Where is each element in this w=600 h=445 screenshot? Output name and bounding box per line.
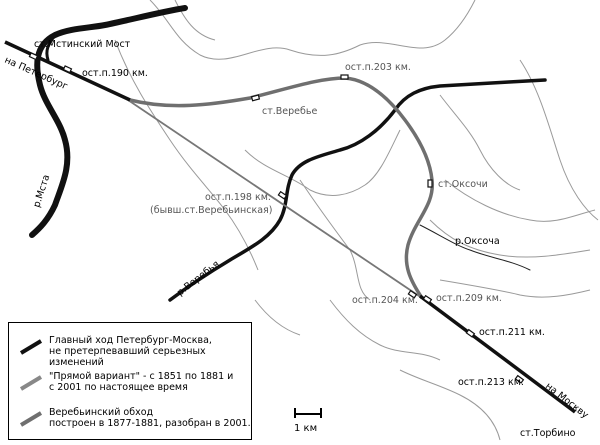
legend-main-line: Главный ход Петербург-Москва, не претерп…	[9, 333, 253, 368]
contour-line	[174, 0, 216, 41]
contour-line	[519, 59, 599, 221]
station-marker-op213	[514, 374, 525, 384]
label-mstinsky-most: ст.Мстинский Мост	[34, 39, 131, 50]
label-op190: ост.п.190 км.	[82, 68, 148, 79]
river-msta	[29, 5, 188, 238]
rivers	[29, 5, 547, 302]
label-op211: ост.п.211 км.	[479, 327, 545, 338]
label-op198: ост.п.198 км.	[205, 192, 271, 203]
label-to-moscow: на Москву	[543, 381, 590, 421]
map-legend: Главный ход Петербург-Москва, не претерп…	[8, 322, 252, 440]
straight-variant-line	[127, 99, 423, 299]
label-torbino: ст.Торбино	[520, 428, 576, 439]
legend-straight-variant-swatch	[19, 375, 43, 391]
label-op213: ост.п.213 км.	[458, 377, 524, 388]
station-markers	[28, 52, 525, 384]
main-line-south	[418, 294, 577, 414]
legend-bypass-swatch	[19, 411, 43, 427]
label-op204: ост.п.204 км.	[352, 295, 418, 306]
station-marker-oksochi	[427, 179, 433, 188]
label-verebya: р.Веребья	[175, 259, 222, 299]
river-msta-inner	[45, 33, 57, 62]
legend-main-line-swatch	[19, 339, 43, 355]
legend-bypass: Веребьинский обход построен в 1877-1881,…	[9, 405, 253, 435]
label-msta: р.Мста	[31, 173, 52, 209]
contour-line	[439, 279, 591, 298]
scale-bar: 1 км	[290, 408, 330, 438]
contour-line	[399, 369, 501, 441]
label-oksocha: р.Оксоча	[455, 236, 500, 247]
label-verebye: ст.Веребье	[262, 106, 317, 117]
station-marker-op190	[62, 65, 73, 74]
station-marker-op198	[277, 190, 288, 200]
station-marker-op203	[340, 74, 349, 80]
legend-main-line-text: Главный ход Петербург-Москва, не претерп…	[49, 335, 212, 368]
contour-line	[149, 0, 476, 60]
legend-straight-variant-text: "Прямой вариант" - с 1851 по 1881 и с 20…	[49, 371, 234, 393]
scale-tick-right	[320, 408, 322, 418]
station-marker-op209	[422, 294, 433, 304]
contour-line	[244, 129, 401, 196]
verebye-bypass-line	[129, 76, 434, 299]
legend-straight-variant: "Прямой вариант" - с 1851 по 1881 и с 20…	[9, 369, 253, 399]
contour-line	[439, 94, 521, 191]
station-marker-op204	[407, 289, 418, 299]
label-oksochi: ст.Оксочи	[438, 179, 488, 190]
legend-bypass-text: Веребьинский обход построен в 1877-1881,…	[49, 407, 251, 429]
scale-line	[294, 413, 322, 415]
scale-label: 1 км	[294, 423, 318, 434]
station-marker-verebye	[250, 94, 261, 102]
contour-line	[329, 299, 441, 361]
contour-line	[444, 179, 596, 222]
river-oksocha	[419, 224, 531, 271]
contour-line	[254, 299, 301, 336]
label-op198-sub: (бывш.ст.Веребьинская)	[150, 205, 272, 216]
station-marker-op211	[465, 328, 476, 338]
contour-line	[114, 39, 259, 271]
contour-line	[429, 219, 591, 258]
station-marker-mstinsky	[28, 52, 39, 61]
label-op209: ост.п.209 км.	[436, 293, 502, 304]
label-op203: ост.п.203 км.	[345, 62, 411, 73]
river-verebya	[168, 78, 547, 302]
